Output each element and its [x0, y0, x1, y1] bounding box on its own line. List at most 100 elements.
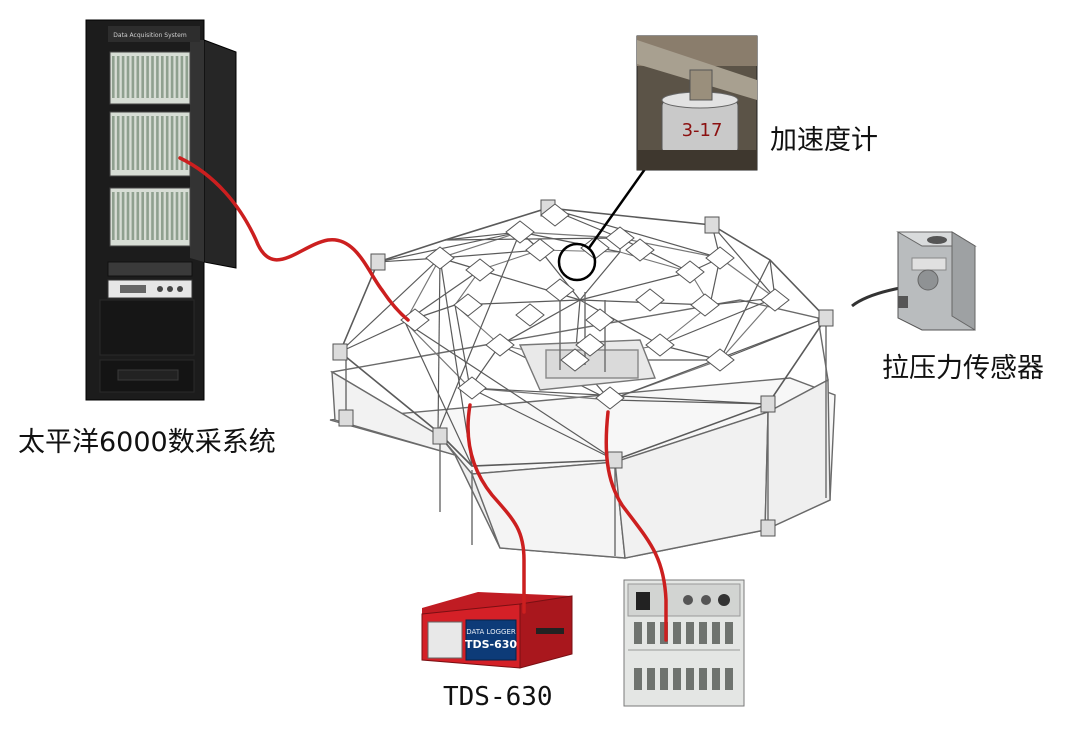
rack-slot	[151, 192, 154, 240]
net-cable	[439, 249, 541, 259]
tds630-label: TDS-630	[443, 682, 553, 712]
cable-structure-to-junction	[604, 410, 668, 642]
terminal-block	[712, 622, 720, 644]
octagonal-structure	[329, 199, 836, 559]
membrane-plate	[595, 386, 625, 410]
tds-brand: DATA LOGGER	[466, 628, 516, 636]
rack-slot	[141, 116, 144, 170]
corner-joint	[432, 427, 448, 445]
net-cable	[339, 257, 441, 353]
rack-slot	[161, 192, 164, 240]
rack-slot	[156, 192, 159, 240]
membrane-plate	[690, 293, 720, 317]
net-cable	[339, 321, 406, 353]
net-cable	[454, 304, 471, 389]
rack-slot	[116, 116, 120, 170]
rack-slot	[185, 192, 189, 240]
net-cable	[619, 237, 691, 273]
corner-joint	[607, 451, 623, 469]
rack-slot	[121, 192, 125, 240]
rack-slot	[165, 56, 169, 98]
tds-model-plate: TDS-630	[465, 638, 517, 651]
junction-box	[623, 579, 745, 707]
rack-slot	[126, 116, 130, 170]
net-cable	[579, 271, 691, 301]
membrane-plate	[525, 238, 555, 262]
corner-joint	[338, 409, 354, 427]
rack-slot	[156, 116, 159, 170]
rack-slot	[151, 116, 154, 170]
rack-slot	[116, 56, 120, 98]
membrane-plate	[705, 246, 735, 270]
terminal-block	[673, 622, 681, 644]
accelerometer-label: 加速度计	[770, 125, 878, 156]
rack-slot	[112, 192, 115, 240]
cables	[178, 156, 668, 642]
terminal-block	[699, 622, 707, 644]
membrane-plate	[457, 376, 487, 400]
load-cell-photo	[851, 231, 977, 331]
net-cable	[579, 251, 621, 301]
terminal-block	[725, 622, 733, 644]
terminal-block	[725, 668, 733, 690]
accelerometer-marking: 3-17	[682, 120, 723, 141]
terminal-block	[660, 668, 668, 690]
terminal-block	[673, 668, 681, 690]
rack-slot	[185, 56, 189, 98]
membrane-plate	[585, 308, 615, 332]
terminal-block	[647, 622, 655, 644]
corner-joint	[760, 395, 776, 413]
rack-slot	[141, 56, 144, 98]
terminal-block	[634, 622, 642, 644]
rack-slot	[136, 56, 140, 98]
terminal-block	[712, 668, 720, 690]
net-cable	[377, 231, 521, 263]
rack-slot	[112, 56, 115, 98]
accelerometer-highlight	[557, 242, 597, 282]
rack-slot	[185, 116, 189, 170]
membrane-plate	[485, 333, 515, 357]
membrane-plate	[465, 258, 495, 282]
rack-slot	[175, 116, 179, 170]
terminal-block	[686, 622, 694, 644]
net-cable	[437, 231, 521, 433]
rack-slot	[141, 192, 144, 240]
rack-slot	[151, 56, 154, 98]
cable-cabinet-to-structure	[178, 156, 410, 322]
net-cable	[579, 299, 661, 346]
accelerometer-photo: 3-17	[636, 35, 758, 171]
rack-slot	[180, 192, 184, 240]
terminal-block	[699, 668, 707, 690]
daq-system-label: 太平洋6000数采系统	[18, 427, 276, 458]
tds630-device: DATA LOGGER TDS-630	[421, 592, 573, 669]
net-cable	[404, 321, 616, 461]
net-cable	[469, 387, 616, 461]
rack-slot	[131, 56, 135, 98]
membrane-plate	[635, 288, 665, 312]
rack-slot	[121, 116, 125, 170]
load-cell-label: 拉压力传感器	[882, 353, 1044, 384]
rack-slot	[136, 116, 140, 170]
rack-slot	[165, 116, 169, 170]
net-cable	[609, 399, 769, 405]
membrane-plate	[645, 333, 675, 357]
rack-slot	[131, 192, 135, 240]
membrane-plate	[675, 260, 705, 284]
rack-slot	[156, 56, 159, 98]
rack-slot	[112, 116, 115, 170]
net-cable	[437, 257, 441, 433]
net-cable	[659, 297, 776, 346]
membrane-plate	[540, 203, 570, 227]
net-cable	[711, 224, 776, 299]
membrane-plate	[575, 333, 605, 357]
membrane-plate	[515, 303, 545, 327]
corner-joint	[332, 343, 348, 361]
rack-slot	[170, 192, 174, 240]
corner-joint	[818, 309, 834, 327]
membrane-plate	[453, 293, 483, 317]
net-cable	[499, 299, 581, 346]
rack-slot	[121, 56, 125, 98]
rack-slot	[161, 56, 164, 98]
membrane-plate	[605, 226, 635, 250]
